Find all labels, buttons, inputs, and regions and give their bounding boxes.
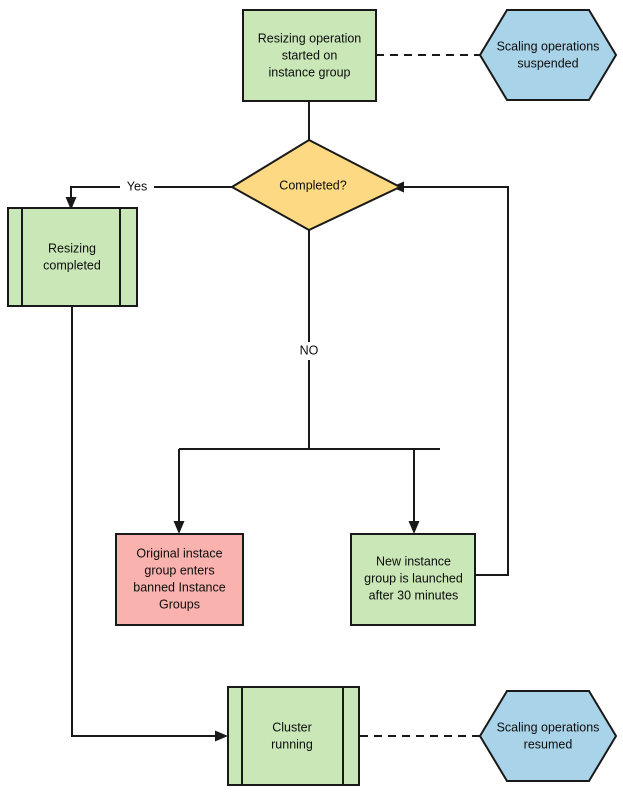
node-resizing-started[interactable]: Resizing operation started on instance g… — [242, 9, 377, 102]
node-completed-decision-label: Completed? — [279, 178, 346, 192]
node-scaling-resumed[interactable]: Scaling operations resumed — [478, 690, 618, 782]
arrowhead-banned — [173, 521, 185, 534]
node-scaling-resumed-line-0: Scaling operations — [497, 720, 600, 734]
node-new-group-launched-line-2: after 30 minutes — [369, 588, 459, 602]
node-scaling-suspended-line-1: suspended — [517, 56, 578, 70]
node-cluster-running[interactable]: Cluster running — [227, 686, 360, 786]
edge-label-yes-backdrop — [120, 178, 154, 196]
edge-label-no: NO — [300, 343, 319, 357]
edge-label-yes: Yes — [127, 179, 147, 193]
node-new-group-launched-line-1: group is launched — [364, 571, 463, 585]
edge-label-no-group: NO — [292, 342, 326, 360]
arrowhead-new-group — [408, 521, 420, 534]
arrowhead-cluster — [215, 730, 228, 742]
node-cluster-running-line-0: Cluster — [272, 720, 312, 734]
node-original-group-banned-box — [115, 533, 244, 626]
edge-label-no-backdrop — [292, 342, 326, 360]
node-resizing-completed-box — [7, 207, 138, 307]
node-original-group-banned-line-3: Groups — [159, 597, 200, 611]
node-cluster-running-box — [227, 686, 360, 786]
node-scaling-resumed-line-1: resumed — [524, 737, 573, 751]
node-resizing-completed-line-0: Resizing — [48, 241, 96, 255]
node-scaling-suspended[interactable]: Scaling operations suspended — [478, 9, 618, 101]
node-scaling-suspended-line-0: Scaling operations — [497, 39, 600, 53]
node-new-group-launched-line-0: New instance — [376, 554, 451, 568]
node-new-group-launched-box — [350, 533, 476, 626]
node-original-group-banned-line-0: Original instace — [136, 546, 222, 560]
node-resizing-completed-line-1: completed — [43, 258, 101, 272]
node-new-group-launched[interactable]: New instance group is launched after 30 … — [350, 533, 476, 626]
node-scaling-suspended-hexagon — [478, 9, 618, 101]
node-completed-decision[interactable]: Completed? — [230, 138, 403, 232]
node-resizing-started-box — [242, 9, 377, 102]
edge-label-yes-group: Yes — [120, 178, 154, 196]
edge-resizing-to-cluster — [71, 306, 219, 737]
node-resizing-completed[interactable]: Resizing completed — [7, 207, 138, 307]
node-cluster-running-line-1: running — [271, 737, 313, 751]
node-resizing-started-line-0: Resizing operation — [258, 31, 362, 45]
edge-new-group-feedback — [400, 186, 509, 576]
node-original-group-banned[interactable]: Original instace group enters banned Ins… — [115, 533, 244, 626]
node-original-group-banned-line-2: banned Instance — [133, 580, 225, 594]
arrowhead-yes — [65, 197, 77, 210]
node-original-group-banned-line-1: group enters — [144, 563, 214, 577]
node-scaling-resumed-hexagon — [478, 690, 618, 782]
node-resizing-started-line-1: started on — [282, 48, 338, 62]
node-completed-decision-diamond — [230, 138, 403, 232]
node-resizing-started-line-2: instance group — [268, 65, 350, 79]
